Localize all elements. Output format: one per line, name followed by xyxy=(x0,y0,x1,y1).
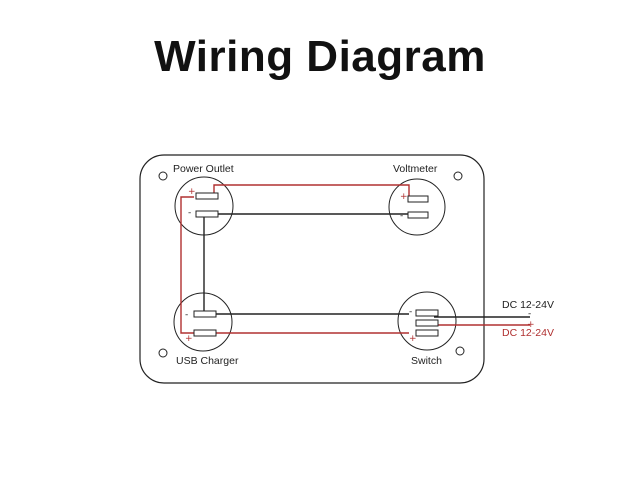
supply-negative-sign: - xyxy=(528,309,531,319)
diagram-title: Wiring Diagram xyxy=(154,32,486,81)
panel-outline xyxy=(139,154,485,384)
power-outlet-minus-sign: - xyxy=(188,208,191,218)
power-outlet-label: Power Outlet xyxy=(173,163,234,175)
terminals xyxy=(193,192,439,337)
usb-charger-positive-terminal xyxy=(193,329,217,337)
voltmeter-label: Voltmeter xyxy=(393,163,438,175)
mounting-hole-top-left xyxy=(158,171,168,181)
switch-minus-sign: - xyxy=(409,307,412,317)
usb-charger-negative-terminal xyxy=(193,310,217,318)
usb-charger-body xyxy=(173,292,233,352)
voltmeter-plus-sign: + xyxy=(400,192,408,202)
power-outlet-positive-terminal xyxy=(195,192,219,200)
supply-positive-label: DC 12-24V xyxy=(502,327,554,339)
power-outlet-plus-sign: + xyxy=(188,187,196,197)
usb-charger-minus-sign: - xyxy=(185,310,188,320)
voltmeter-positive-terminal xyxy=(407,195,429,203)
voltmeter-body xyxy=(388,178,446,236)
usb-charger-label: USB Charger xyxy=(176,355,239,367)
positive-wiring xyxy=(180,184,530,334)
switch-terminal-middle xyxy=(415,319,439,327)
mounting-hole-bottom-right xyxy=(455,346,465,356)
mounting-hole-top-right xyxy=(453,171,463,181)
usb-charger-plus-sign: + xyxy=(185,334,193,344)
power-outlet-negative-terminal xyxy=(195,210,219,218)
supply-positive-sign: + xyxy=(527,320,535,330)
mounting-hole-bottom-left xyxy=(158,348,168,358)
negative-wiring xyxy=(203,213,530,318)
switch-terminal-top xyxy=(415,309,439,317)
switch-label: Switch xyxy=(411,355,442,367)
supply-negative-label: DC 12-24V xyxy=(502,299,554,311)
voltmeter-negative-terminal xyxy=(407,211,429,219)
voltmeter-minus-sign: - xyxy=(400,211,403,221)
switch-terminal-bottom xyxy=(415,329,439,337)
switch-plus-sign: + xyxy=(409,334,417,344)
